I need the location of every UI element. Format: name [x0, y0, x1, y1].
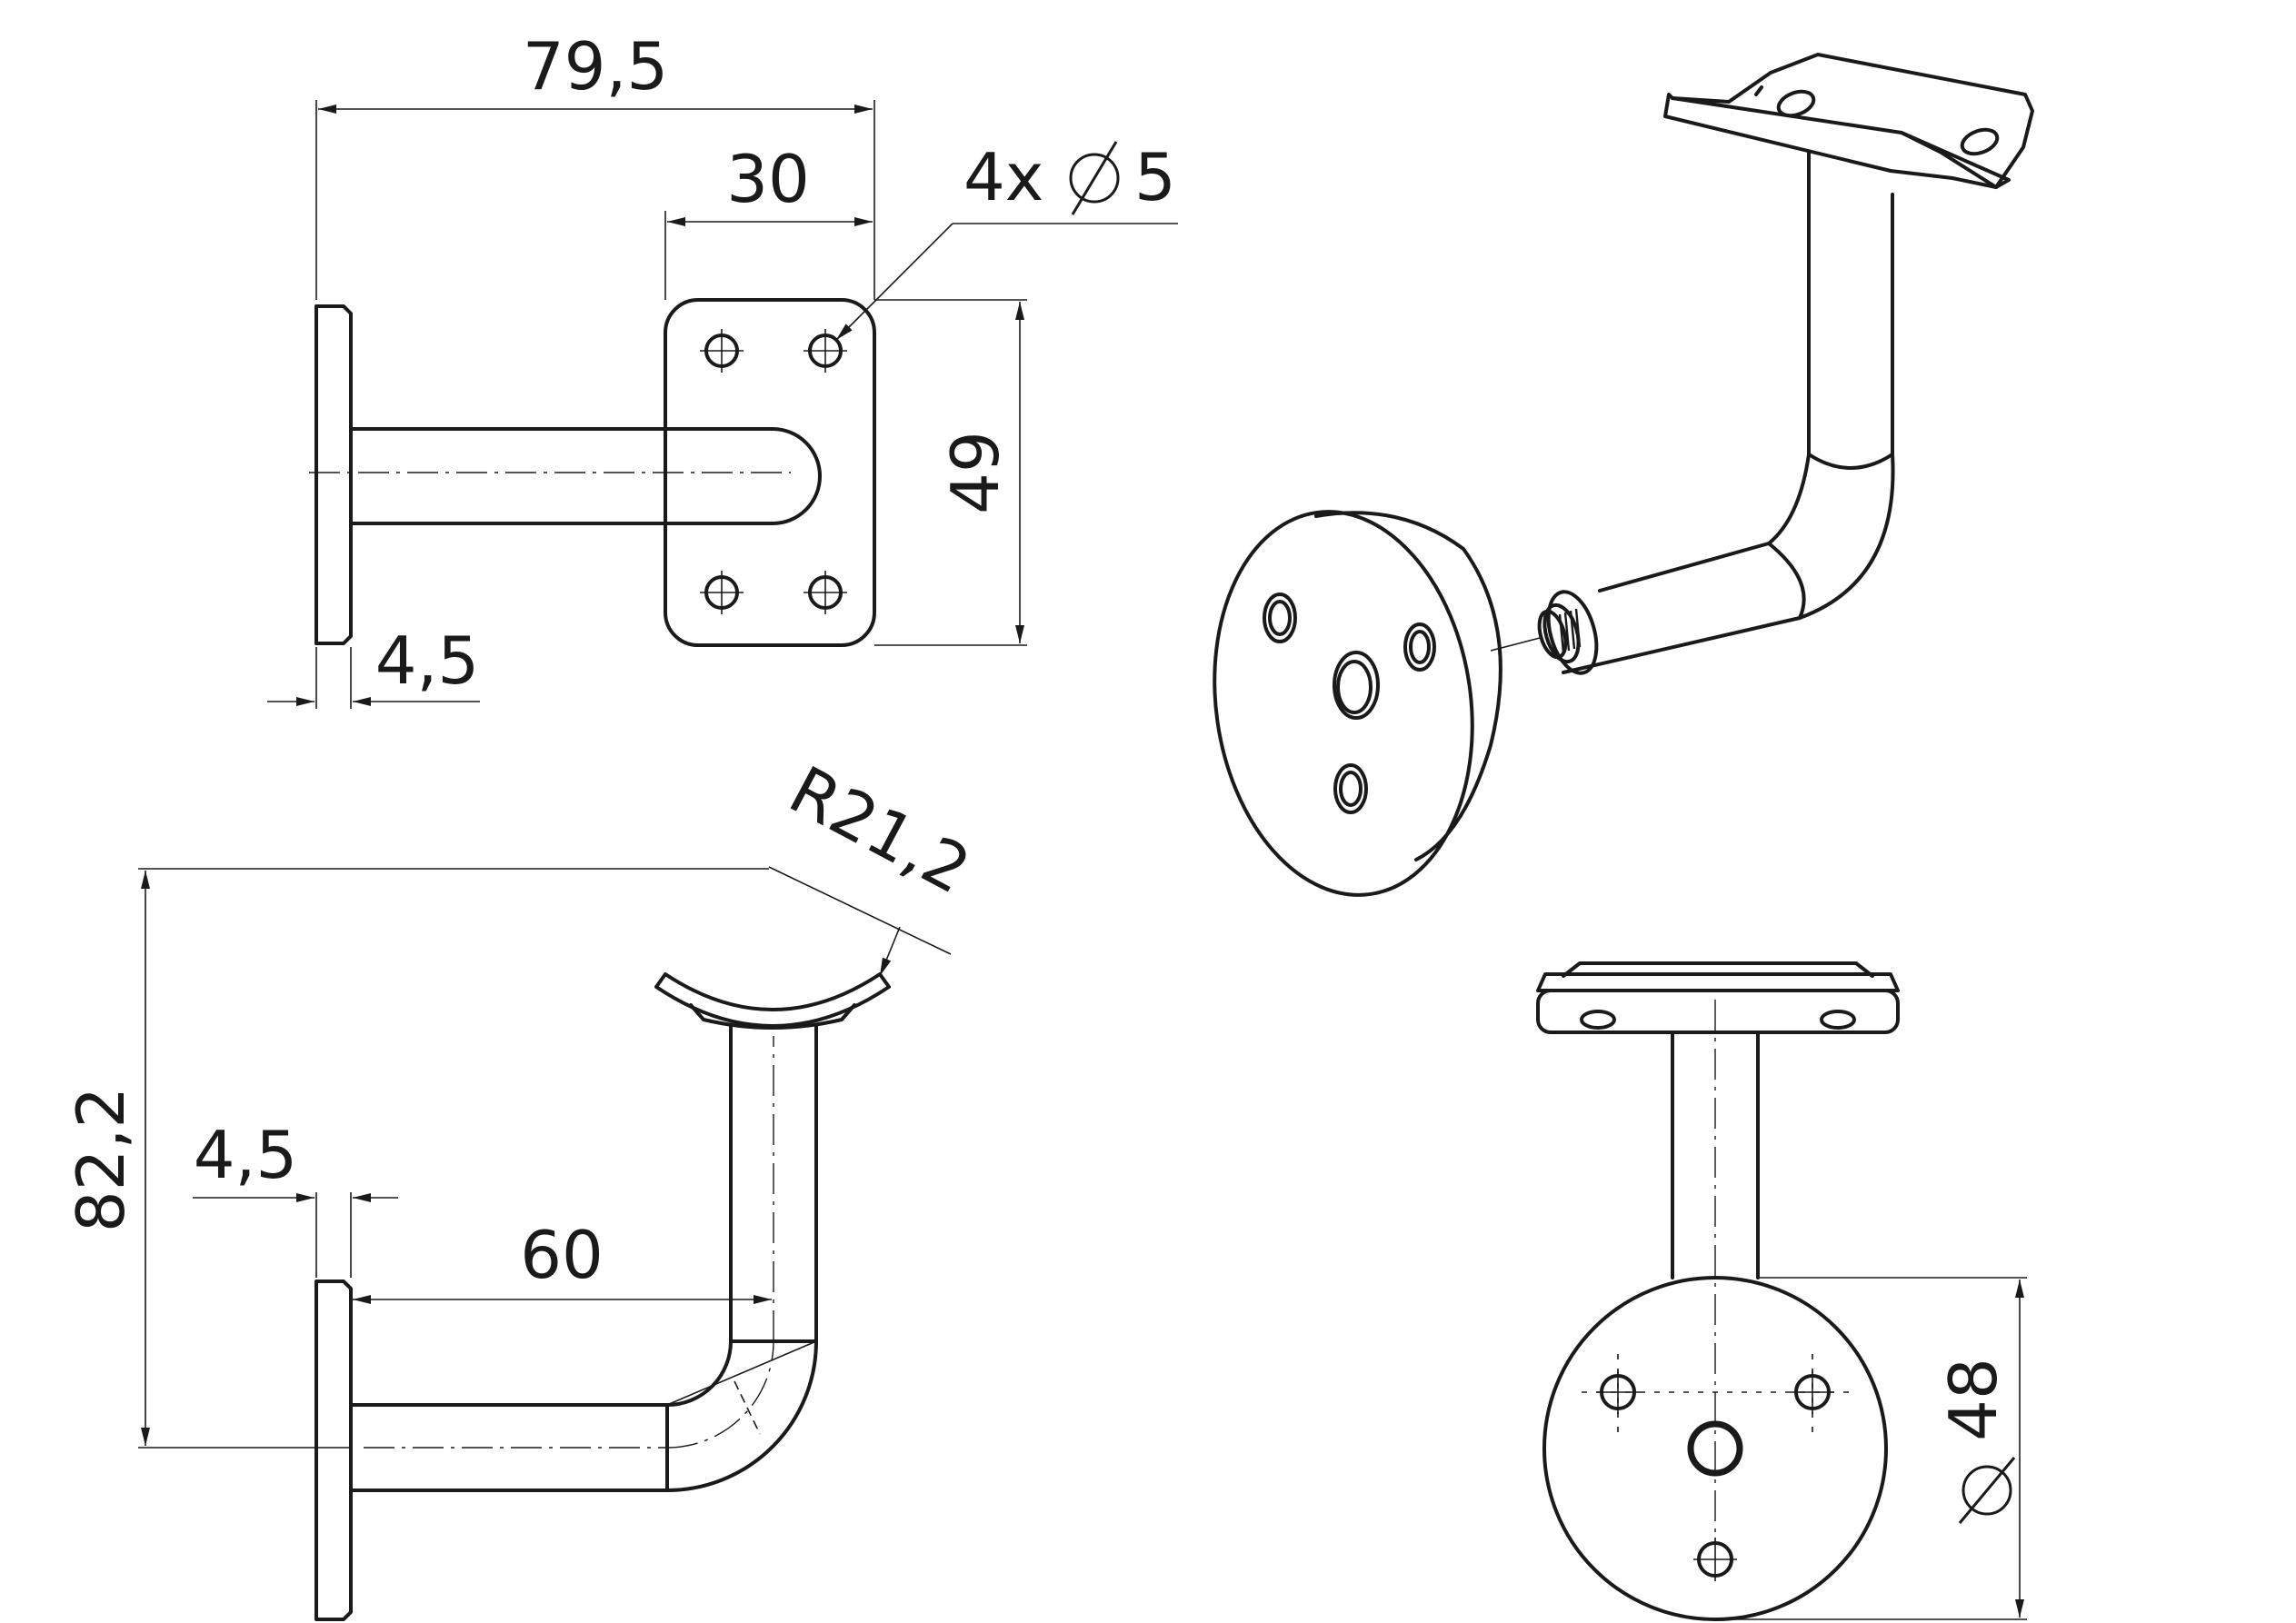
iso-wall-disc	[1213, 510, 1502, 897]
top-view-wall-plate	[314, 304, 353, 645]
label-base-thickness-top: 4,5	[375, 622, 480, 699]
dim-height: 82,2	[63, 868, 769, 1449]
label-overall-length: 79,5	[523, 28, 668, 105]
label-base-thickness-side: 4,5	[194, 1117, 298, 1193]
iso-vertical-post	[1807, 151, 1894, 470]
dim-arm-length: 60	[353, 1217, 772, 1304]
front-view-base-disc	[1542, 1276, 1888, 1621]
front-view-post	[1671, 1000, 1760, 1545]
dim-plate-height: 49	[874, 299, 1027, 646]
dim-radius: R21,2	[768, 752, 983, 977]
side-view-saddle	[654, 972, 891, 1030]
label-plate-height: 49	[937, 431, 1013, 514]
top-view-holes	[700, 329, 847, 614]
label-height: 82,2	[63, 1087, 139, 1232]
front-view-saddle-plate	[1536, 961, 1900, 1034]
dim-plate-width: 30	[664, 141, 873, 300]
label-radius: R21,2	[777, 752, 982, 909]
dim-base-thickness-top: 4,5	[267, 622, 480, 709]
side-view: R21,2 82,2 4,5 60	[63, 752, 983, 1621]
side-view-wall-plate	[314, 1279, 353, 1621]
dim-overall-length: 79,5	[315, 28, 875, 300]
label-hole-count: 4x	[963, 139, 1043, 215]
label-plate-width: 30	[726, 141, 810, 217]
top-view: 79,5 30 4x 5 49	[267, 28, 1178, 709]
iso-saddle-plate	[1663, 53, 2034, 189]
label-base-diameter: 48	[1935, 1358, 2011, 1441]
side-view-arm	[349, 1023, 818, 1492]
diameter-icon	[1958, 1457, 2016, 1524]
dim-base-diameter: 48	[1715, 1277, 2027, 1620]
label-arm-length: 60	[520, 1217, 604, 1293]
dim-hole-callout: 4x 5	[835, 139, 1178, 341]
dim-base-thickness-side: 4,5	[193, 1117, 398, 1278]
label-hole-diameter: 5	[1134, 139, 1176, 215]
iso-bend	[1767, 453, 1895, 620]
front-view: 48	[1536, 961, 2027, 1621]
top-view-saddle-plate	[664, 298, 876, 647]
iso-horizontal-arm	[1546, 542, 1802, 675]
iso-threaded-stud	[1490, 602, 1582, 664]
diameter-icon	[1069, 141, 1120, 215]
top-view-rod	[349, 427, 822, 525]
isometric-view	[1213, 53, 2034, 897]
